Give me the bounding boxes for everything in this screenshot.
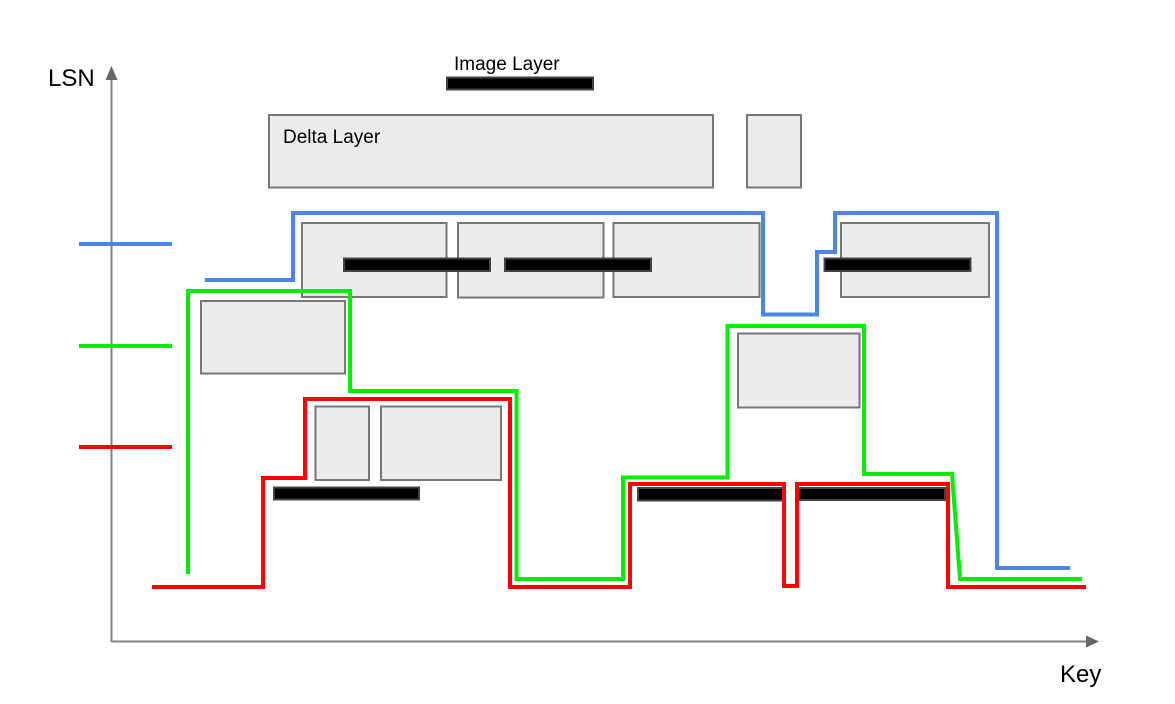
- green-lsn-line: [186, 289, 1082, 581]
- image-layer-legend-bar: [446, 76, 594, 91]
- image-layer-bar: [823, 257, 972, 272]
- red-lsn-line: [152, 397, 1086, 589]
- image-layer-bar: [637, 487, 785, 502]
- axes: LSN Key: [48, 65, 1101, 688]
- lsn-lines: [152, 211, 1086, 589]
- image-layer-label: Image Layer: [454, 54, 560, 75]
- lsn-ticks: [79, 242, 172, 449]
- image-layer-bar: [797, 487, 946, 501]
- delta-layer-rect: [200, 300, 346, 375]
- delta-layer-rect: [380, 405, 502, 481]
- delta-layer-legend-rect: [268, 114, 714, 189]
- blue-lsn-line: [205, 211, 1070, 570]
- image-layer-bar: [504, 257, 652, 272]
- legend: Image Layer: [454, 54, 560, 75]
- x-axis-label: Key: [1060, 661, 1101, 688]
- delta-layer-rect: [746, 114, 802, 189]
- delta-layer-label: Delta Layer: [283, 127, 381, 148]
- image-layers: [273, 76, 972, 502]
- image-layer-bar: [343, 257, 491, 272]
- delta-layers: Delta Layer: [200, 114, 990, 481]
- y-axis-label: LSN: [48, 65, 95, 92]
- delta-layer-rect: [737, 332, 861, 409]
- delta-layer-rect: [314, 405, 370, 481]
- image-layer-bar: [273, 486, 420, 501]
- x-axis-arrow-icon: [1086, 635, 1099, 648]
- y-axis-arrow-icon: [105, 66, 118, 80]
